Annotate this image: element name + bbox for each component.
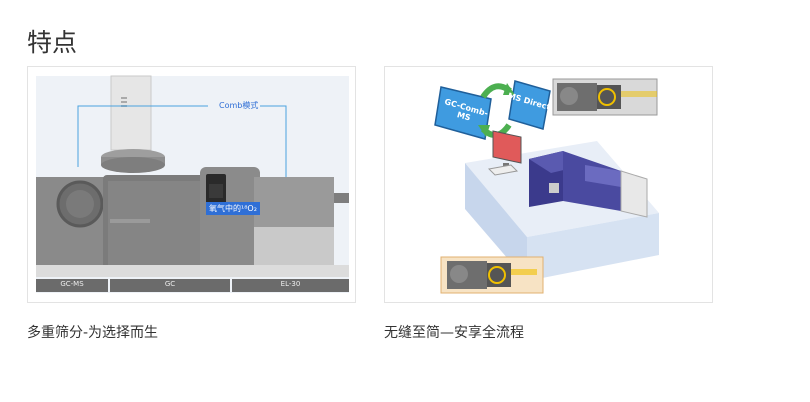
workflow-illustration (385, 67, 712, 302)
feature-caption-seamless-workflow: 无缝至简—安享全流程 (384, 325, 524, 341)
footer-label-gc-ms: GC-MS (60, 280, 84, 288)
instrument-illustration (36, 75, 349, 293)
feature-card-seamless-workflow[interactable]: GC-Comb-MS MS Direct (384, 66, 713, 303)
callout-oxygen-isotope: 氧气中的¹⁸O₂ (206, 202, 260, 215)
callout-comb-mode: Comb模式 (217, 100, 261, 111)
footer-label-el-30: EL-30 (280, 280, 301, 288)
footer-label-gc: GC (164, 280, 176, 288)
feature-caption-multi-sieve: 多重筛分-为选择而生 (27, 325, 159, 341)
page-title: 特点 (27, 28, 78, 57)
feature-card-multi-sieve[interactable]: Comb模式 氧气中的¹⁸O₂ GC-MS GC EL-30 (27, 66, 356, 303)
